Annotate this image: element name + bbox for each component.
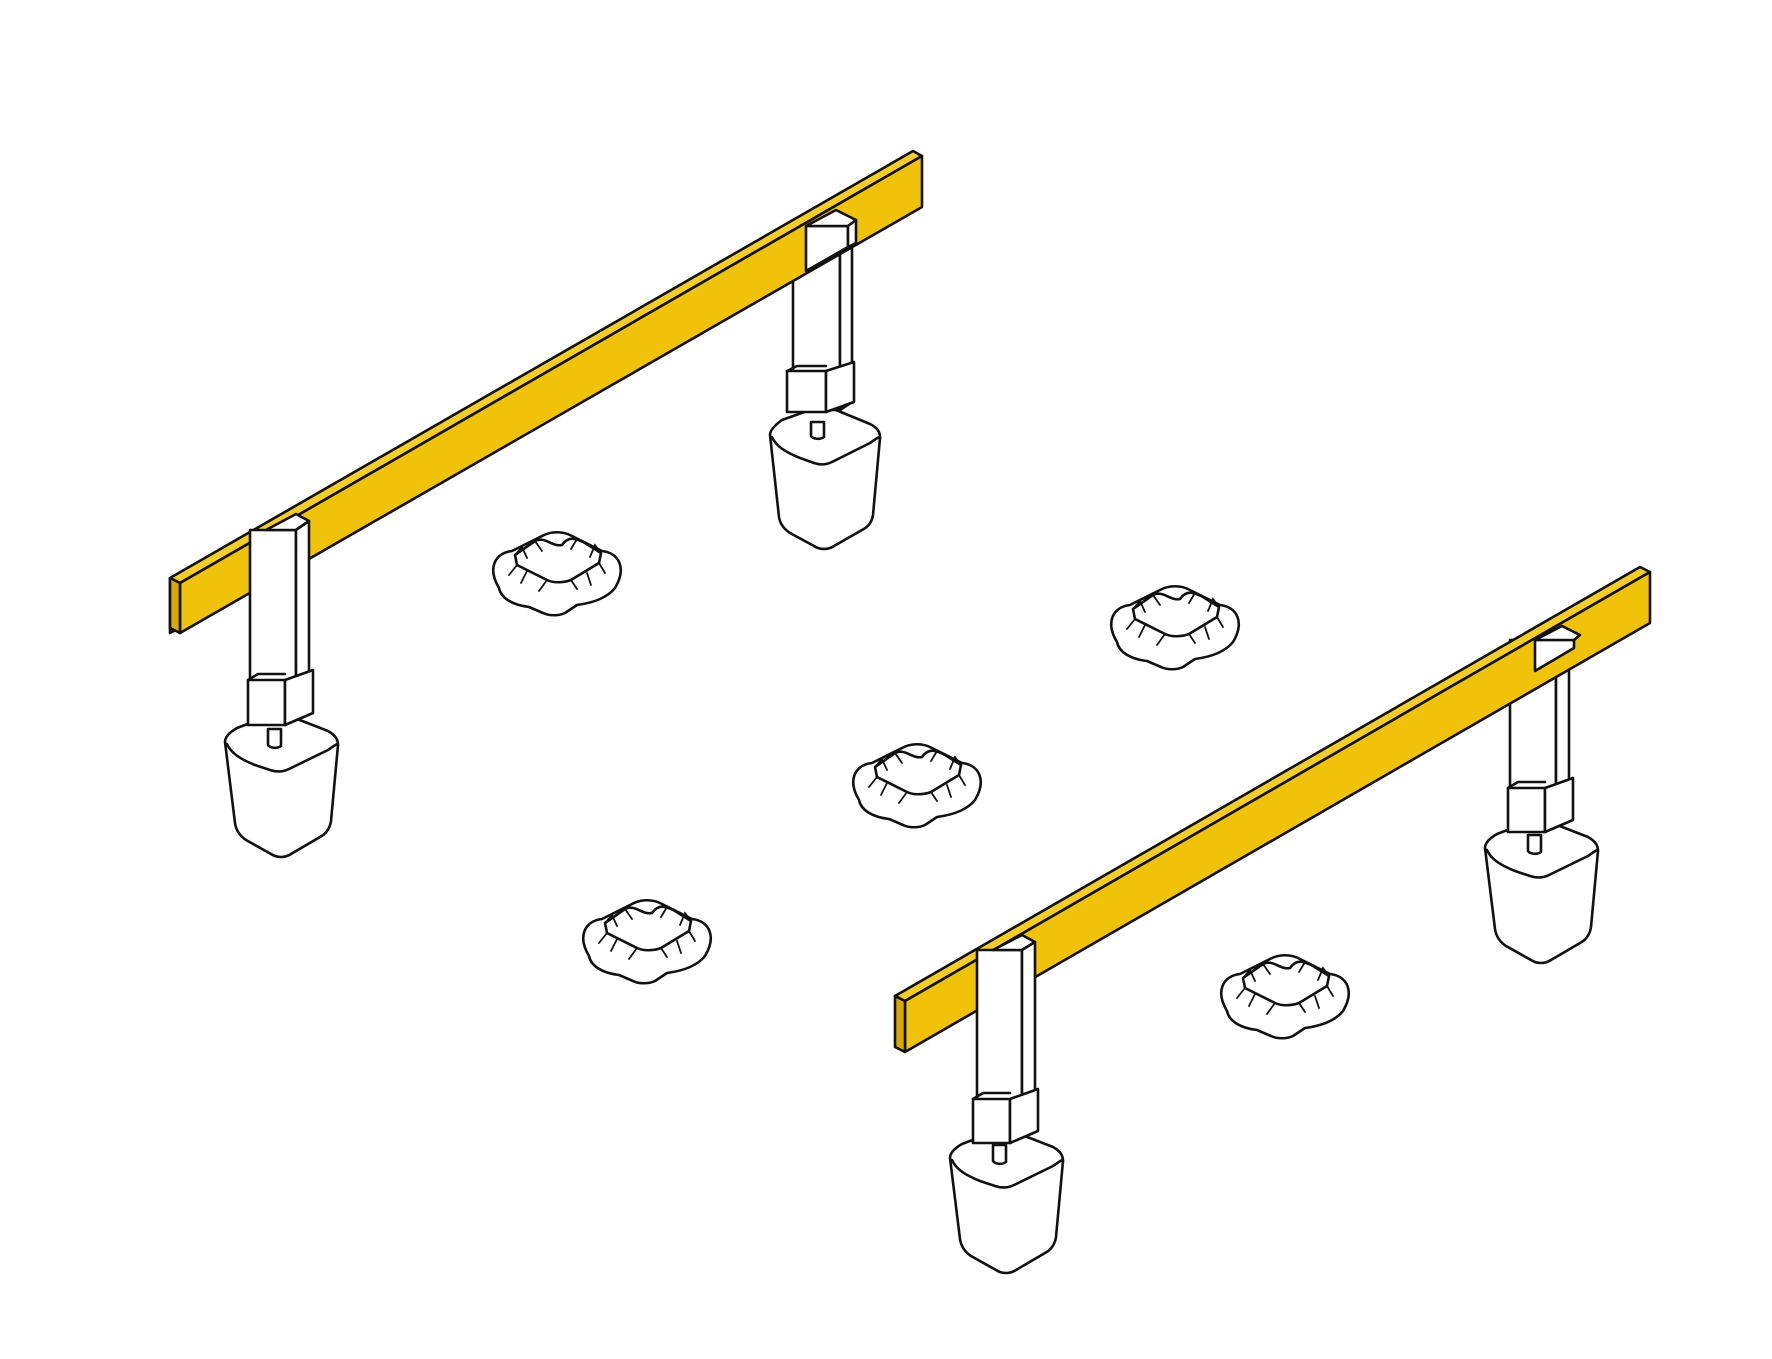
trestle-back-left	[168, 149, 924, 859]
sandbag	[1109, 584, 1241, 671]
beam-front-right	[893, 565, 1652, 1054]
sandbag	[581, 898, 713, 985]
trestle-front-right	[893, 565, 1652, 1275]
clamp	[246, 678, 287, 727]
leg-front	[948, 933, 1065, 1275]
leg-front	[223, 512, 340, 859]
clamp	[785, 369, 828, 414]
beam-back-left	[168, 149, 924, 635]
sandbag	[1219, 953, 1351, 1040]
sandbag	[851, 742, 983, 829]
clamp	[1506, 786, 1547, 834]
sandbag	[491, 530, 623, 617]
clamp	[971, 1097, 1012, 1145]
post-top-back	[1533, 624, 1582, 673]
post-top-back	[804, 208, 858, 273]
